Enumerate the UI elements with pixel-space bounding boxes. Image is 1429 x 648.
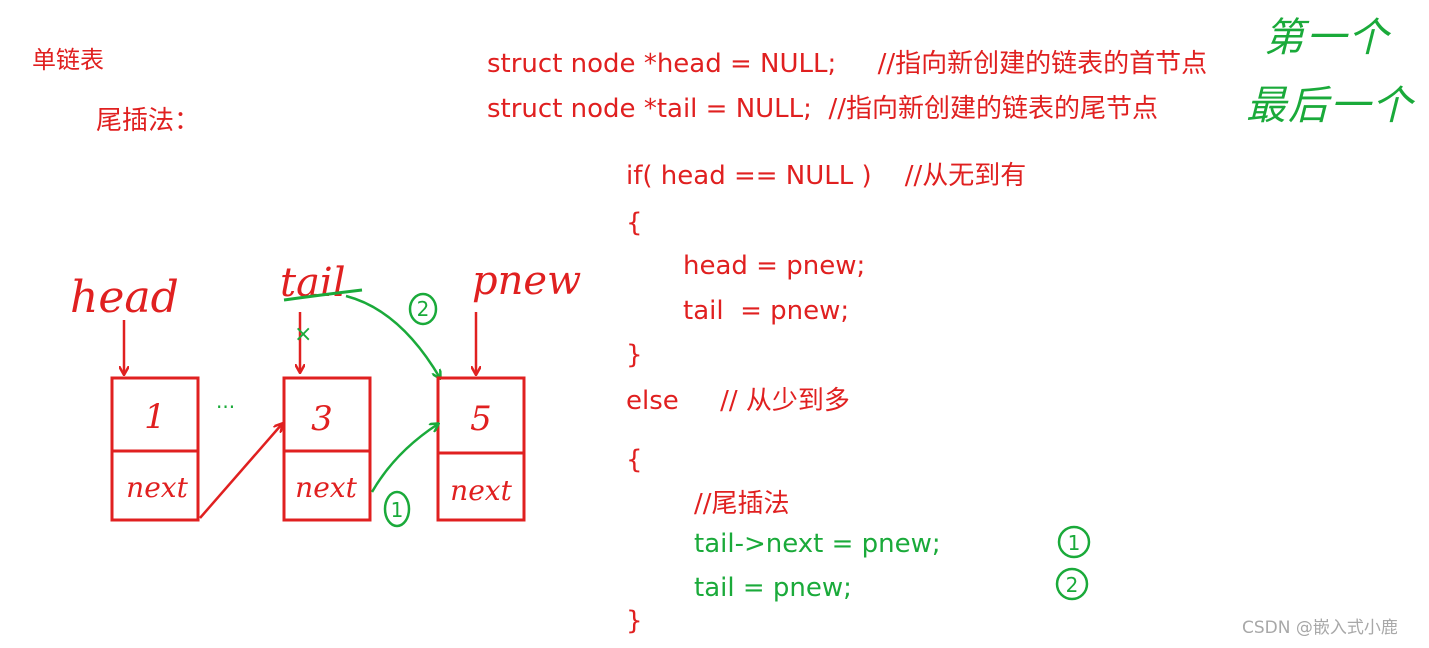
code-brace-close-2: } — [626, 606, 643, 636]
node-1: 1 next — [110, 376, 200, 522]
code-head-assign: head = pnew; — [683, 251, 866, 281]
node-1-next: next — [126, 471, 188, 504]
page-title: 单链表 — [32, 46, 104, 74]
arrow-marker-1-circle — [383, 490, 411, 528]
watermark: CSDN @嵌入式小鹿 — [1242, 618, 1398, 638]
code-else-line: else // 从少到多 — [626, 386, 850, 416]
code-comment-tail-insert: //尾插法 — [694, 489, 790, 519]
code-brace-open-2: { — [626, 445, 643, 475]
step2-marker-circle — [1055, 567, 1089, 601]
arrow-marker-2: 2 — [417, 297, 430, 321]
node-5-next: next — [450, 474, 512, 507]
code-step1: tail->next = pnew; — [694, 529, 941, 559]
node-5-value: 5 — [470, 399, 492, 439]
code-brace-open-1: { — [626, 208, 643, 238]
arrow-marker-2-circle — [408, 292, 438, 326]
step2-marker: 2 — [1066, 573, 1079, 597]
node-1-value: 1 — [144, 397, 166, 437]
code-tail-assign: tail = pnew; — [683, 296, 850, 326]
next-arrow-3-to-5 — [370, 424, 438, 493]
step1-marker-circle — [1057, 525, 1091, 559]
node-5: 5 next — [436, 376, 526, 522]
code-if-line: if( head == NULL ) //从无到有 — [626, 161, 1027, 191]
node-3-next: next — [295, 471, 357, 504]
method-label: 尾插法： — [96, 106, 201, 136]
tail-move-arrow — [345, 294, 440, 378]
cross-mark: × — [294, 322, 312, 347]
struct-tail-line: struct node *tail = NULL; //指向新创建的链表的尾节点 — [487, 94, 1158, 124]
ellipsis: ... — [216, 389, 235, 413]
node-3: 3 next — [282, 376, 372, 522]
code-brace-close-1: } — [626, 340, 643, 370]
code-step2: tail = pnew; — [694, 573, 852, 603]
pointer-head-label: head — [70, 272, 179, 323]
node-3-value: 3 — [311, 399, 333, 439]
note-first: 第一个 — [1264, 15, 1390, 61]
pointer-pnew-label: pnew — [472, 258, 581, 304]
tail-underline — [283, 288, 363, 302]
step1-marker: 1 — [1068, 531, 1081, 555]
note-last: 最后一个 — [1246, 83, 1414, 129]
arrow-marker-1: 1 — [391, 498, 404, 522]
next-arrow-1-to-3 — [199, 424, 282, 519]
struct-head-line: struct node *head = NULL; //指向新创建的链表的首节点 — [487, 49, 1208, 79]
